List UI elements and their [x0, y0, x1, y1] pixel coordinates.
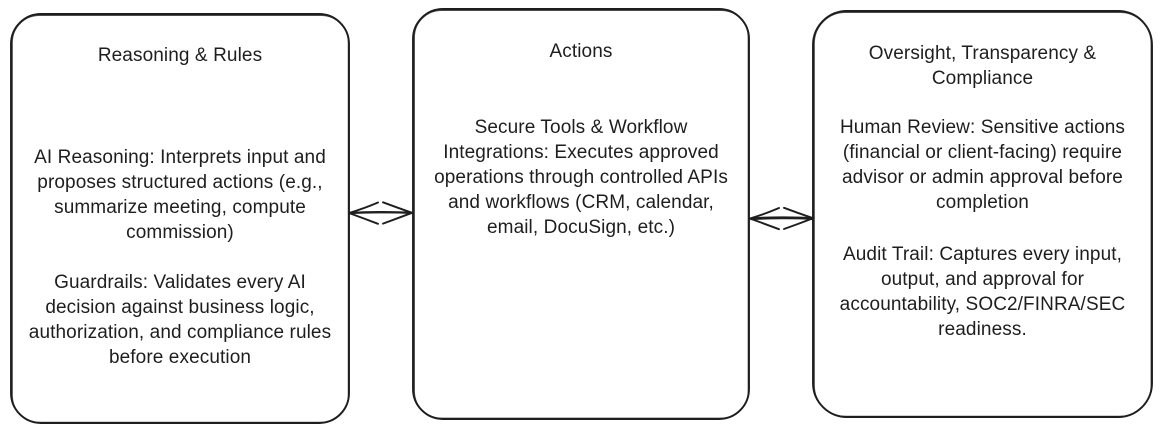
- oversight-box-outline: [812, 10, 1153, 418]
- reasoning-rules-box-title: Reasoning & Rules: [97, 45, 263, 66]
- oversight-box: Oversight, Transparency & Compliance Hum…: [812, 10, 1153, 418]
- actions-box-title: Actions: [549, 41, 613, 62]
- bidirectional-arrow-1: [348, 201, 413, 225]
- actions-box-outline: [412, 8, 750, 420]
- ai-reasoning-paragraph: AI Reasoning: Interprets input and propo…: [34, 147, 326, 243]
- secure-tools-paragraph: Secure Tools & Workflow Integrations: Ex…: [434, 117, 728, 238]
- oversight-box-title: Oversight, Transparency & Compliance: [868, 43, 1097, 89]
- reasoning-rules-box-outline: [10, 13, 350, 424]
- guardrails-paragraph: Guardrails: Validates every AI decision …: [28, 272, 332, 368]
- human-review-paragraph: Human Review: Sensitive actions (financi…: [839, 117, 1126, 213]
- bidirectional-arrow-2: [749, 206, 814, 231]
- reasoning-rules-box: Reasoning & Rules AI Reasoning: Interpre…: [10, 13, 350, 424]
- actions-box: Actions Secure Tools & Workflow Integrat…: [412, 8, 750, 420]
- audit-trail-paragraph: Audit Trail: Captures every input, outpu…: [839, 244, 1126, 340]
